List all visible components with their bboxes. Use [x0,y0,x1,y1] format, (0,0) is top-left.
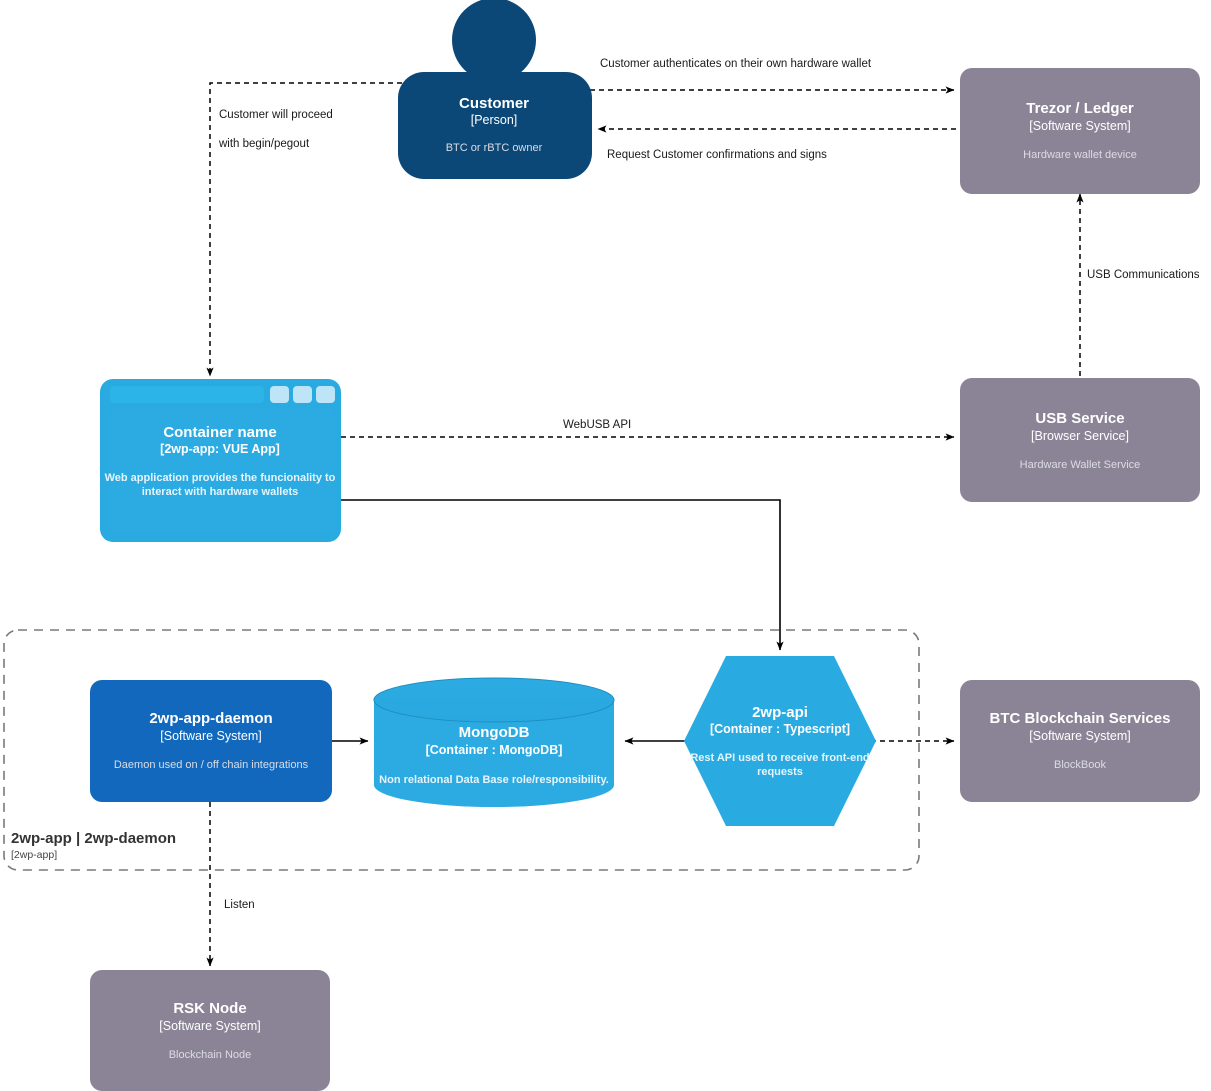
edge-label-customer-will-proceed: Customer will proceed [219,109,333,121]
node-usb-service[interactable]: USB Service [Browser Service] Hardware W… [960,378,1200,502]
node-trezor-ledger[interactable]: Trezor / Ledger [Software System] Hardwa… [960,68,1200,194]
node-type: [2wp-app: VUE App] [160,442,280,456]
edge-line [341,499,784,651]
node-description: Non relational Data Base role/responsibi… [379,774,609,786]
edge-usb-to-trezor: USB Communications [1076,193,1200,376]
node-btc-blockchain-services[interactable]: BTC Blockchain Services [Software System… [960,680,1200,802]
node-description: BlockBook [1054,759,1106,771]
node-container-name[interactable]: Container name [2wp-app: VUE App] Web ap… [100,379,341,542]
edge-label-customer-authenticates: Customer authenticates on their own hard… [600,58,872,70]
node-description-line1: Web application provides the funcionalit… [105,472,336,484]
edge-customer-to-container: Customer will proceed with begin/pegout [206,82,402,377]
browser-dot-icon-1 [270,386,289,403]
node-title: MongoDB [459,724,530,741]
edge-label-listen: Listen [224,899,255,911]
node-description: Hardware Wallet Service [1020,459,1141,471]
person-head-icon [452,0,536,82]
browser-viewport [110,408,335,533]
person-body [398,72,592,179]
node-box [960,68,1200,194]
node-type: [Browser Service] [1031,429,1129,443]
node-description-line1: Rest API used to receive front-end [690,752,869,764]
edge-line [206,82,402,377]
node-customer[interactable]: Customer [Person] BTC or rBTC owner [398,0,592,179]
node-box [960,680,1200,802]
node-box [960,378,1200,502]
node-description: Daemon used on / off chain integrations [114,759,309,771]
node-description-line2: interact with hardware wallets [142,486,299,498]
edge-label-usb-communications: USB Communications [1087,269,1200,281]
cylinder-top [373,677,615,723]
edge-daemon-to-rsk: Listen [206,802,255,967]
node-rsk-node[interactable]: RSK Node [Software System] Blockchain No… [90,970,330,1091]
node-2wp-app-daemon[interactable]: 2wp-app-daemon [Software System] Daemon … [90,680,332,802]
hexagon-shape [684,656,876,826]
node-title: BTC Blockchain Services [990,710,1171,727]
node-box [90,680,332,802]
node-title: 2wp-app-daemon [149,710,272,727]
node-mongodb[interactable]: MongoDB [Container : MongoDB] Non relati… [373,677,615,807]
node-title: USB Service [1035,410,1124,427]
node-title: Customer [459,95,529,112]
node-title: RSK Node [173,1000,246,1017]
edge-trezor-to-customer: Request Customer confirmations and signs [597,125,956,161]
edge-label-request-confirmations: Request Customer confirmations and signs [607,149,827,161]
node-title: Trezor / Ledger [1026,100,1134,117]
browser-dot-icon-2 [293,386,312,403]
edge-customer-to-trezor: Customer authenticates on their own hard… [590,58,955,94]
edge-label-webusb-api: WebUSB API [563,419,631,431]
node-type: [Container : MongoDB] [426,743,563,757]
node-description: BTC or rBTC owner [446,142,543,154]
node-type: [Software System] [1029,729,1130,743]
node-type: [Container : Typescript] [710,722,850,736]
node-description-line2: requests [757,766,803,778]
node-type: [Software System] [159,1019,260,1033]
node-box [90,970,330,1091]
browser-dot-icon-3 [316,386,335,403]
node-description: Hardware wallet device [1023,149,1137,161]
node-type: [Software System] [160,729,261,743]
node-2wp-api[interactable]: 2wp-api [Container : Typescript] Rest AP… [684,656,876,826]
boundary-title: 2wp-app | 2wp-daemon [11,830,176,847]
cylinder-body [374,700,614,807]
edge-label-with-begin-pegout: with begin/pegout [218,138,310,150]
boundary-rect [3,629,920,871]
edge-container-to-api [341,499,784,651]
node-description: Blockchain Node [169,1049,252,1061]
boundary-2wp-app: 2wp-app | 2wp-daemon [2wp-app] [3,629,920,871]
node-title: 2wp-api [752,704,808,721]
node-title: Container name [163,424,276,441]
boundary-subtitle: [2wp-app] [11,849,57,861]
node-type: [Person] [471,113,518,127]
edge-container-to-usb: WebUSB API [341,419,955,441]
browser-address-bar[interactable] [110,386,264,403]
node-type: [Software System] [1029,119,1130,133]
